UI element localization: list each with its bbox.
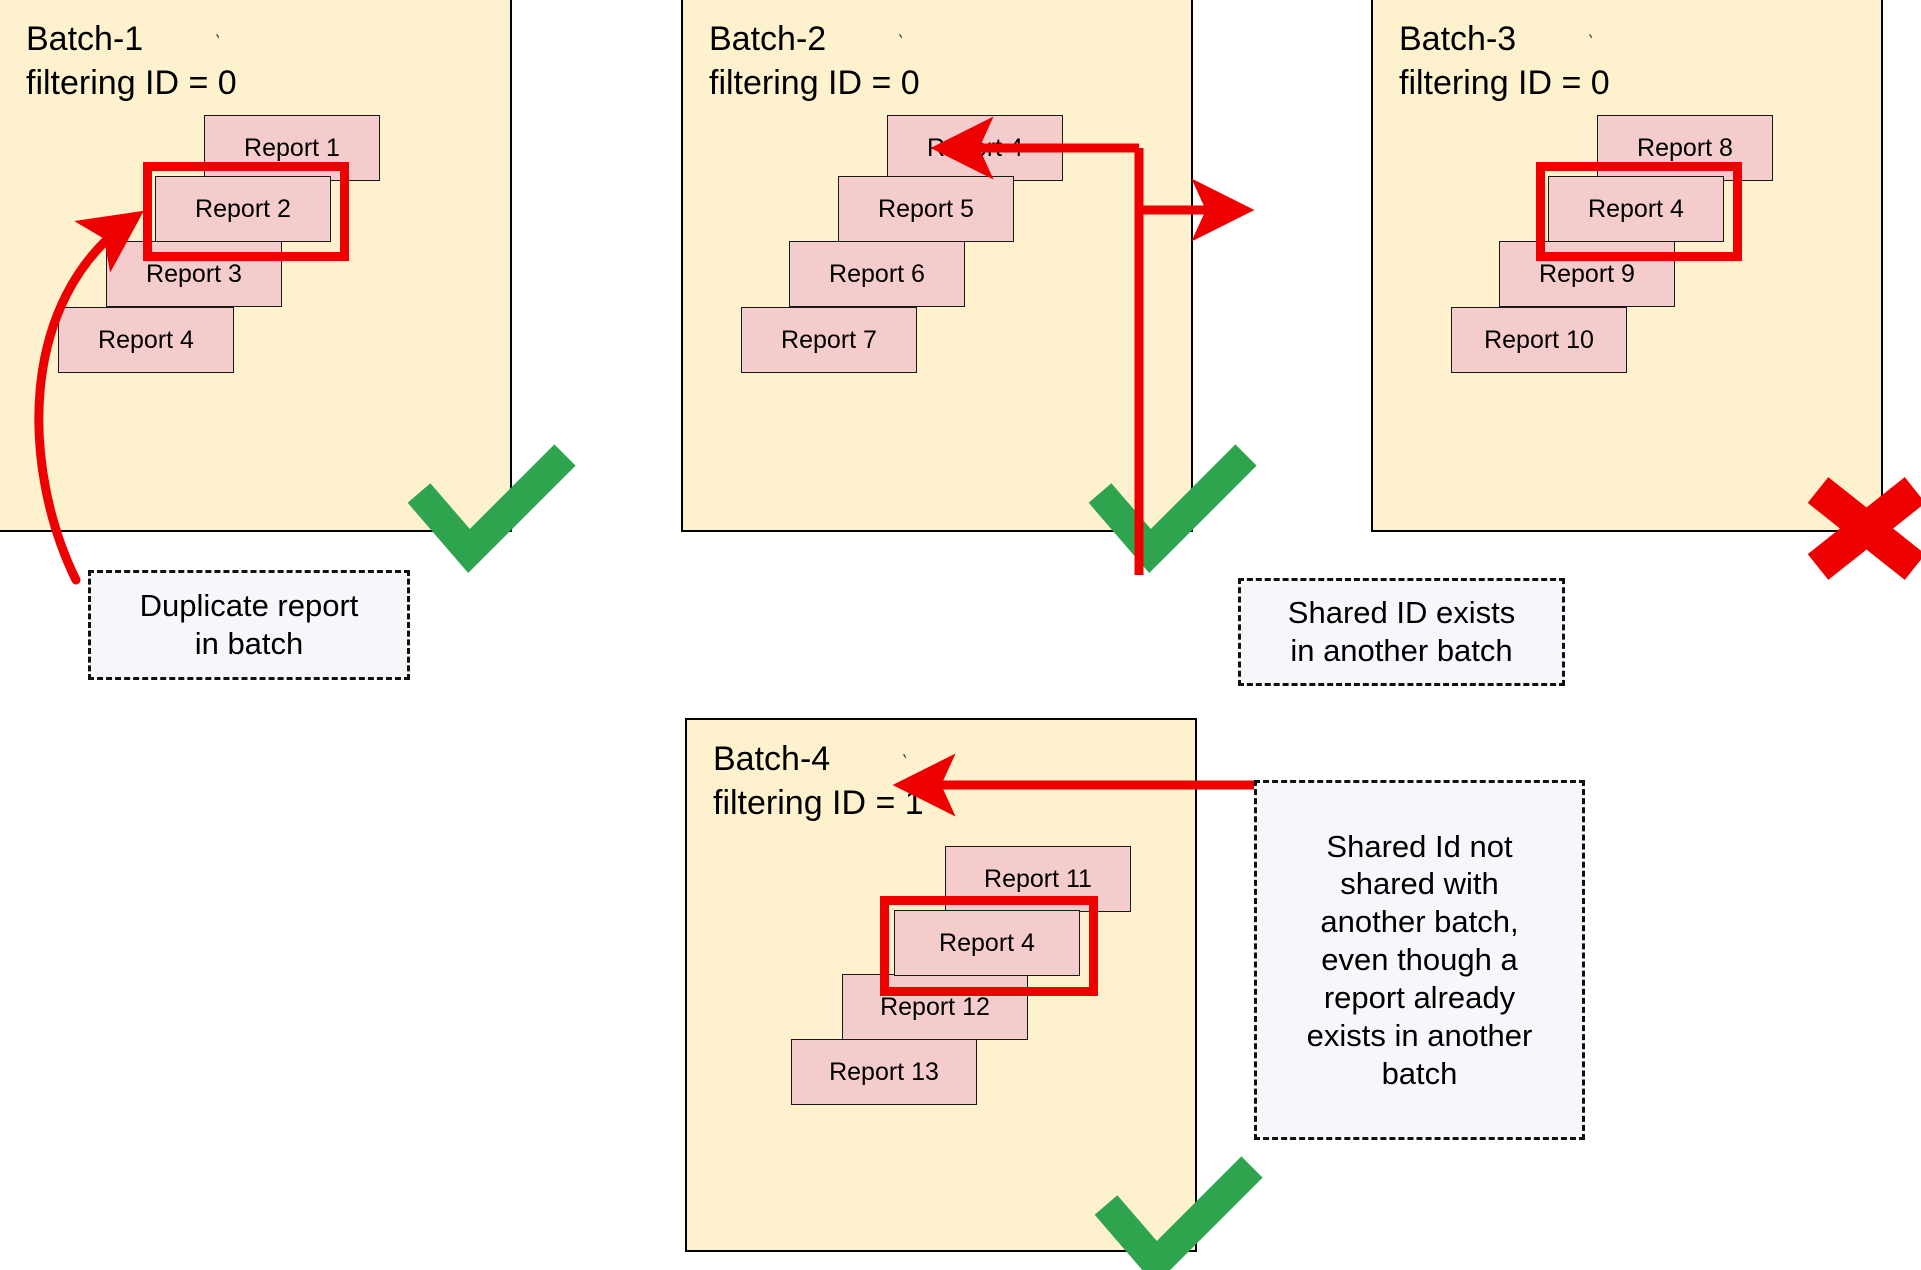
batch-4-title: Batch-4 filtering ID = 1 bbox=[713, 740, 924, 822]
batch-container-4: Batch-4 filtering ID = 1 ` Report 11 Rep… bbox=[685, 718, 1197, 1252]
report-card[interactable]: Report 7 bbox=[741, 307, 917, 373]
report-label: Report 4 bbox=[939, 928, 1035, 957]
report-label: Report 7 bbox=[781, 325, 877, 354]
batch-2-title: Batch-2 filtering ID = 0 bbox=[709, 20, 920, 102]
note-text: Shared ID exists in another batch bbox=[1287, 595, 1516, 668]
report-label: Report 4 bbox=[1588, 194, 1684, 223]
report-label: Report 3 bbox=[146, 259, 242, 288]
report-label: Report 13 bbox=[829, 1057, 939, 1086]
note-duplicate-report: Duplicate report in batch bbox=[88, 570, 410, 680]
report-label: Report 11 bbox=[984, 864, 1092, 893]
report-card[interactable]: Report 4 bbox=[58, 307, 234, 373]
report-label: Report 6 bbox=[829, 259, 925, 288]
report-label: Report 10 bbox=[1484, 325, 1594, 354]
report-label: Report 8 bbox=[1637, 133, 1733, 162]
report-card[interactable]: Report 10 bbox=[1451, 307, 1627, 373]
report-card[interactable]: Report 13 bbox=[791, 1039, 977, 1105]
report-label: Report 9 bbox=[1539, 259, 1635, 288]
note-shared-id-exists: Shared ID exists in another batch bbox=[1238, 578, 1565, 686]
batch-1-title: Batch-1 filtering ID = 0 bbox=[26, 20, 237, 102]
report-card[interactable]: Report 4 bbox=[887, 115, 1063, 181]
note-text: Shared Id not shared with another batch,… bbox=[1306, 828, 1533, 1091]
note-text: Duplicate report in batch bbox=[139, 588, 359, 661]
report-label: Report 12 bbox=[880, 992, 990, 1021]
report-card[interactable]: Report 1 bbox=[204, 115, 380, 181]
note-shared-id-not-shared: Shared Id not shared with another batch,… bbox=[1254, 780, 1585, 1140]
report-card[interactable]: Report 2 bbox=[155, 176, 331, 242]
report-card[interactable]: Report 4 bbox=[1548, 176, 1724, 242]
report-card[interactable]: Report 6 bbox=[789, 241, 965, 307]
report-card[interactable]: Report 5 bbox=[838, 176, 1014, 242]
report-card[interactable]: Report 9 bbox=[1499, 241, 1675, 307]
report-label: Report 4 bbox=[927, 133, 1023, 162]
report-card[interactable]: Report 8 bbox=[1597, 115, 1773, 181]
report-label: Report 1 bbox=[244, 133, 340, 162]
report-label: Report 5 bbox=[878, 194, 974, 223]
batch-container-2: Batch-2 filtering ID = 0 ` Report 4 Repo… bbox=[681, 0, 1193, 532]
batch-container-1: Batch-1 filtering ID = 0 ` Report 1 Repo… bbox=[0, 0, 512, 532]
batch-3-title: Batch-3 filtering ID = 0 bbox=[1399, 20, 1610, 102]
report-card[interactable]: Report 12 bbox=[842, 974, 1028, 1040]
batch-container-3: Batch-3 filtering ID = 0 ` Report 8 Repo… bbox=[1371, 0, 1883, 532]
report-card[interactable]: Report 3 bbox=[106, 241, 282, 307]
report-card[interactable]: Report 11 bbox=[945, 846, 1131, 912]
report-label: Report 2 bbox=[195, 194, 291, 223]
report-card[interactable]: Report 4 bbox=[894, 910, 1080, 976]
report-label: Report 4 bbox=[98, 325, 194, 354]
